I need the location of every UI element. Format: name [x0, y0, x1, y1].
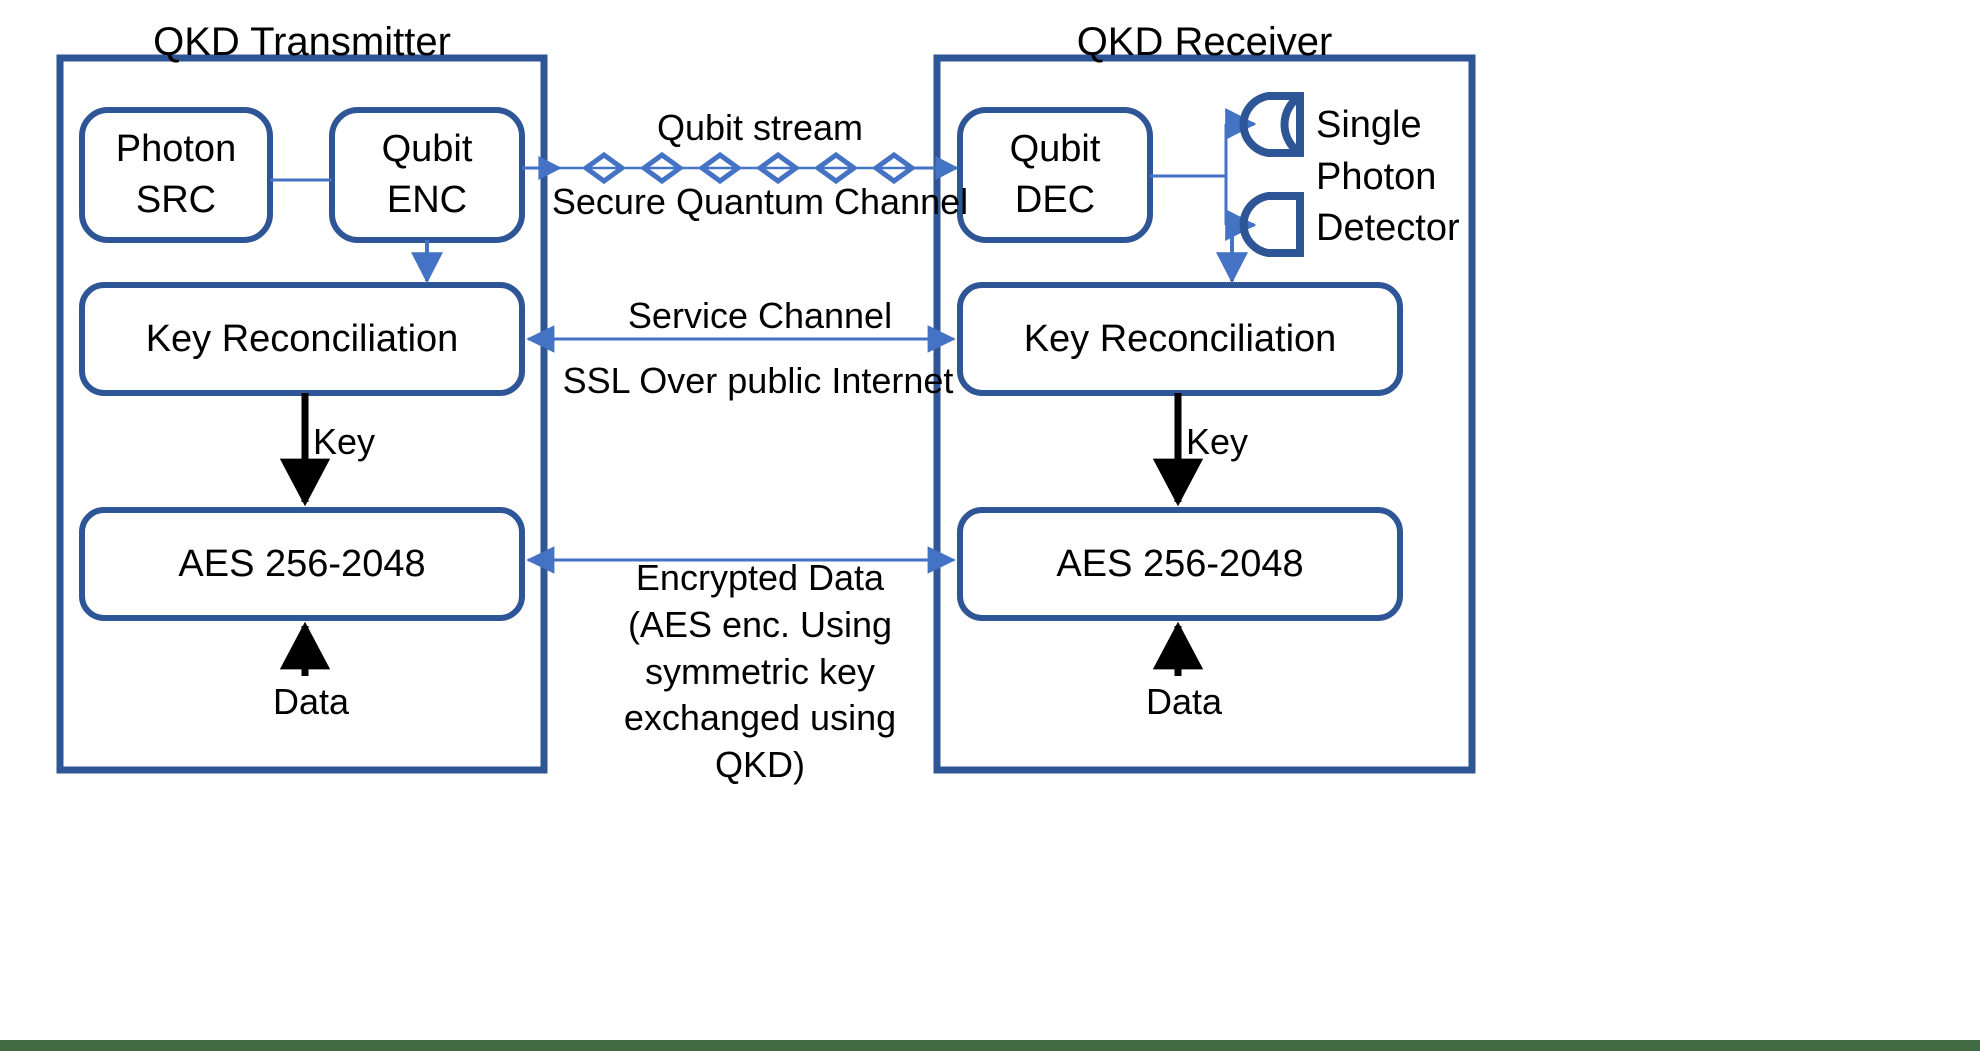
- qubit-enc-box[interactable]: [329, 107, 525, 243]
- transmitter-container: [56, 54, 548, 774]
- rx-aes-box[interactable]: [957, 507, 1403, 621]
- ssl-public-internet-label: SSL Over public Internet: [562, 360, 954, 401]
- encrypted-line3: symmetric key: [644, 650, 875, 692]
- secure-quantum-channel-label: Secure Quantum Channel: [551, 181, 969, 222]
- detector-line1: Single: [1316, 104, 1422, 146]
- encrypted-line1: Encrypted Data: [635, 557, 885, 598]
- encrypted-line4: exchanged using: [623, 697, 897, 739]
- qubit-stream-chain: [560, 151, 940, 185]
- receiver-title: QKD Receiver: [1076, 20, 1333, 64]
- rx-data-arrow-label: Data: [1145, 681, 1223, 722]
- single-photon-detector-icon-top: [1239, 92, 1304, 157]
- encrypted-line2: (AES enc. Using: [627, 603, 893, 645]
- rx-key-arrow-label: Key: [1186, 421, 1249, 462]
- single-photon-detector-icon-bottom: [1239, 192, 1304, 257]
- service-channel-label: Service Channel: [627, 295, 893, 336]
- transmitter-title: QKD Transmitter: [153, 20, 451, 64]
- encrypted-data-label: Encrypted Data (AES enc. Using symmetric…: [560, 555, 960, 789]
- detector-line2: Photon: [1316, 155, 1437, 198]
- qubit-stream-label: Qubit stream: [656, 107, 864, 148]
- footer-accent-bar: [0, 1040, 1980, 1051]
- receiver-container: [933, 54, 1476, 774]
- single-photon-detector-label: Single Photon Detector: [1316, 100, 1616, 255]
- photon-src-box[interactable]: [79, 107, 273, 243]
- tx-key-arrow-label: Key: [313, 421, 376, 462]
- detector-line3: Detector: [1316, 207, 1460, 250]
- tx-aes-box[interactable]: [79, 507, 525, 621]
- rx-key-reconciliation-box[interactable]: [957, 282, 1403, 396]
- tx-key-reconciliation-box[interactable]: [79, 282, 525, 396]
- encrypted-line5: QKD): [715, 744, 805, 786]
- tx-data-arrow-label: Data: [272, 681, 350, 722]
